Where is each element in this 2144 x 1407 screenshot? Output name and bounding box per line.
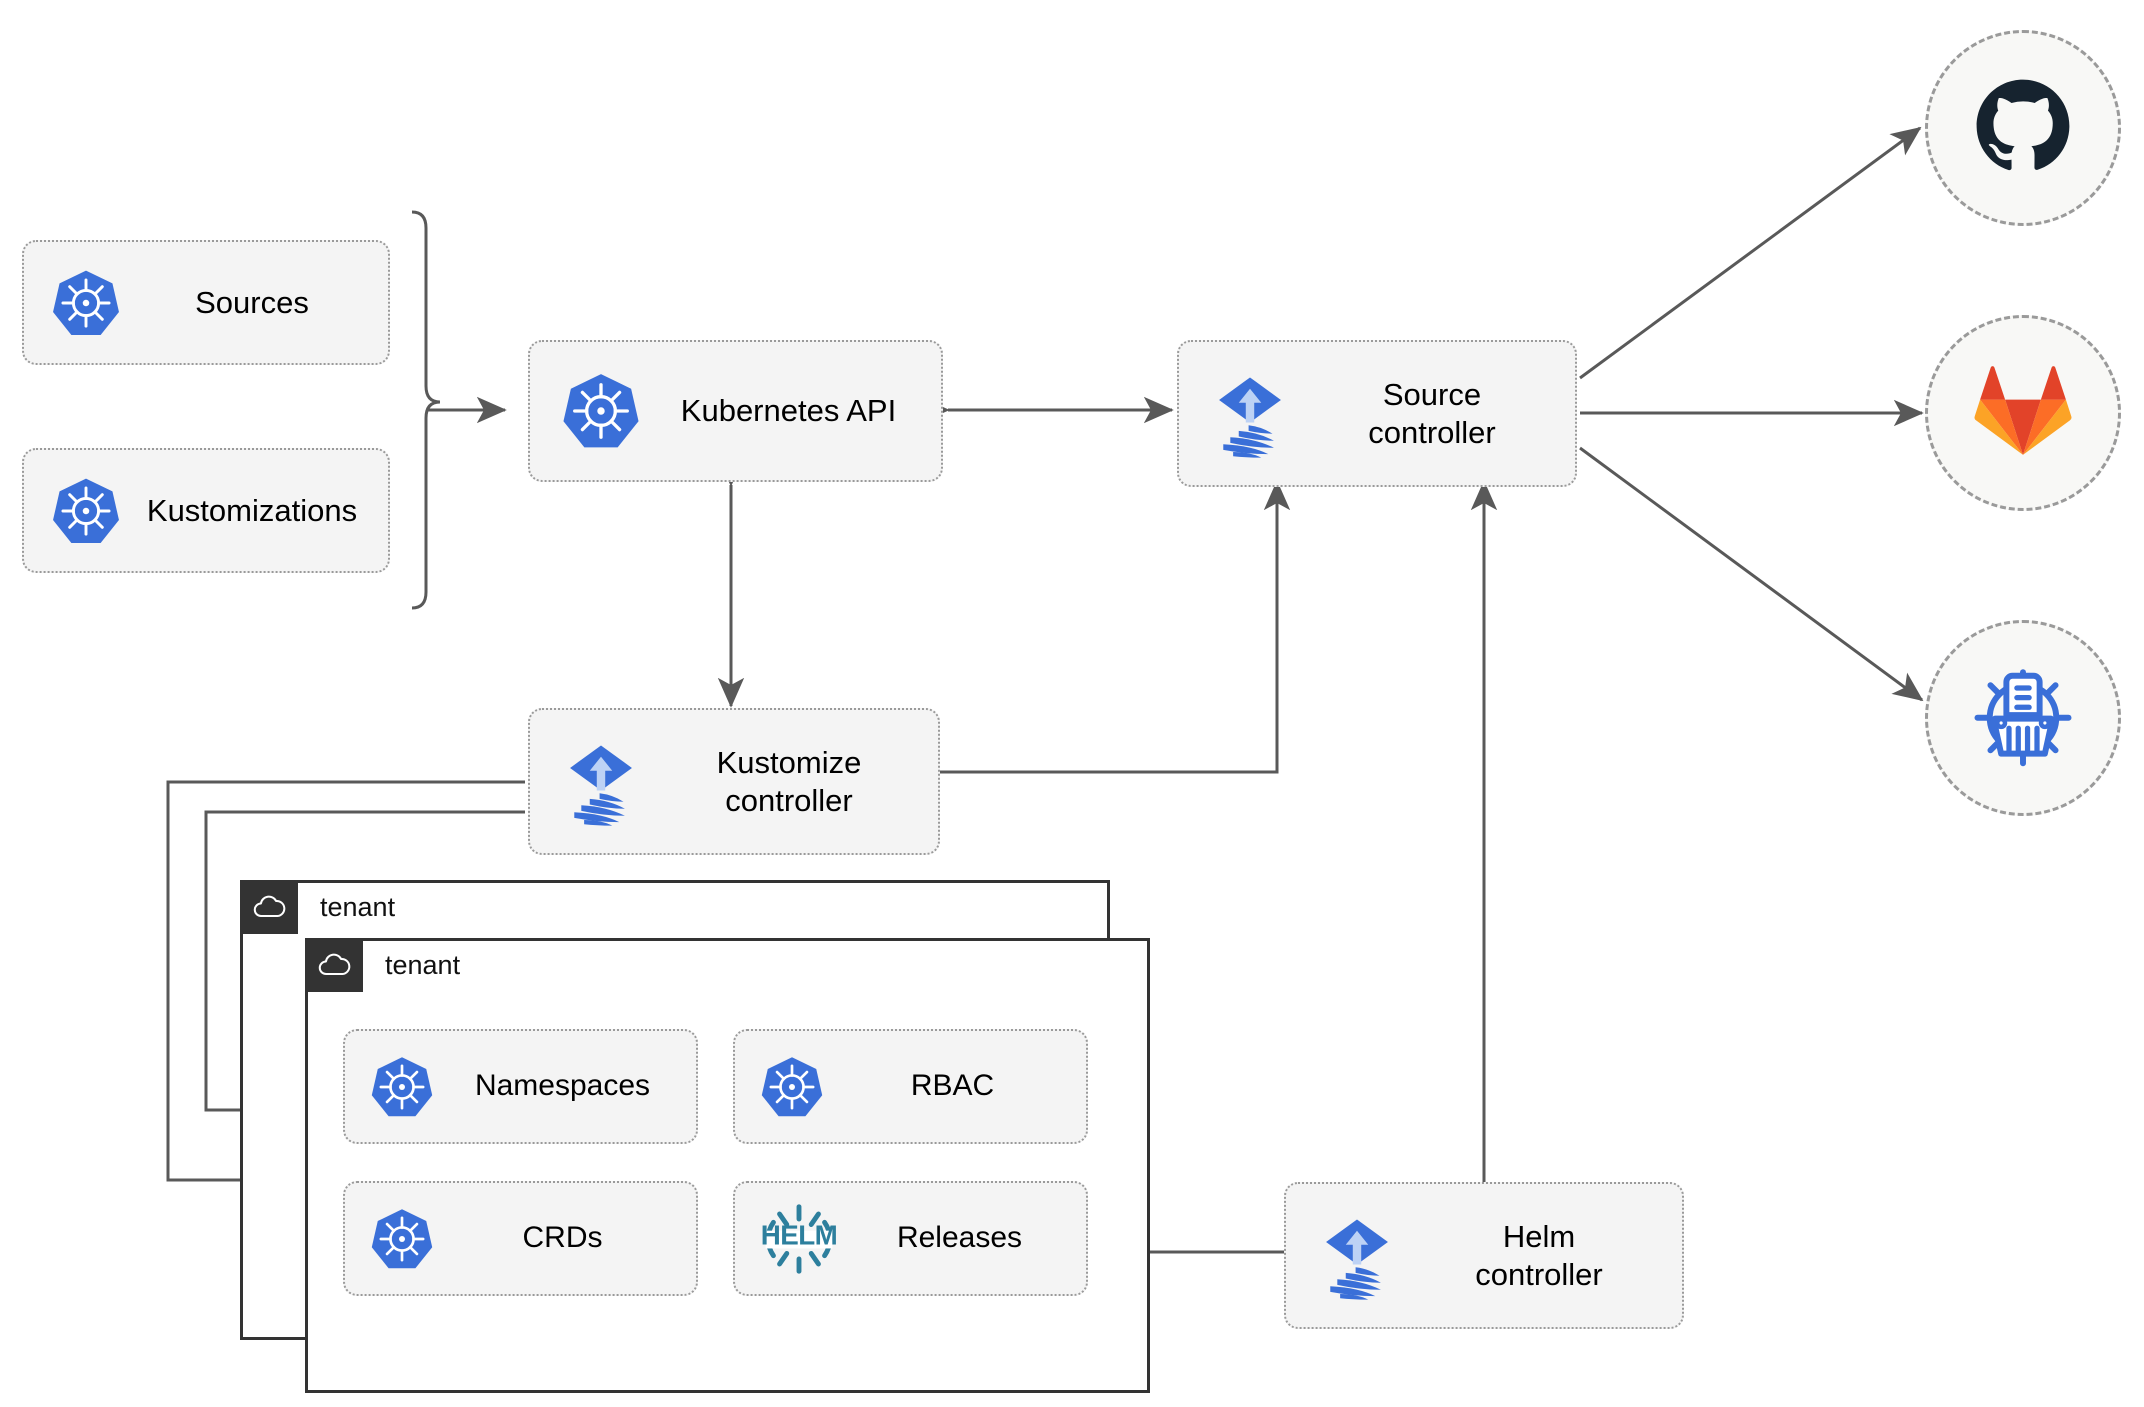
tenant-container-inner[interactable]: tenant Namespaces [305, 938, 1150, 1393]
node-label: Releases [896, 1221, 1023, 1255]
kubernetes-icon [759, 1054, 825, 1120]
node-label: RBAC [910, 1069, 995, 1103]
flux-icon [1312, 1211, 1402, 1301]
flux-icon [556, 737, 646, 827]
tenant-header-inner: tenant [305, 938, 460, 992]
kubernetes-icon [50, 267, 122, 339]
tenant-header-outer: tenant [240, 880, 395, 934]
node-rbac[interactable]: RBAC [733, 1029, 1088, 1144]
helm-wordmark: HELM [761, 1219, 837, 1250]
cloud-icon [305, 938, 363, 992]
gitlab-icon [1971, 359, 2075, 468]
node-label: Helm controller [1475, 1218, 1603, 1292]
node-kustomize-controller[interactable]: Kustomize controller [528, 708, 940, 855]
kubernetes-icon [50, 475, 122, 547]
bucket-icon [1967, 660, 2079, 777]
node-helm-controller[interactable]: Helm controller [1284, 1182, 1684, 1329]
node-sources[interactable]: Sources [22, 240, 390, 365]
node-label: Kustomizations [146, 492, 358, 528]
node-label: Kubernetes API [680, 393, 897, 429]
provider-gitlab[interactable] [1925, 315, 2121, 511]
kubernetes-icon [560, 370, 642, 452]
node-label: Sources [195, 284, 309, 320]
node-kustomizations[interactable]: Kustomizations [22, 448, 390, 573]
provider-bucket[interactable] [1925, 620, 2121, 816]
node-namespaces[interactable]: Namespaces [343, 1029, 698, 1144]
node-kubernetes-api[interactable]: Kubernetes API [528, 340, 943, 482]
kubernetes-icon [369, 1206, 435, 1272]
node-label: CRDs [522, 1221, 603, 1255]
node-releases[interactable]: HELM Releases [733, 1181, 1088, 1296]
cloud-icon [240, 880, 298, 934]
flux-icon [1205, 369, 1295, 459]
tenant-label: tenant [385, 950, 461, 980]
provider-github[interactable] [1925, 30, 2121, 226]
node-label: Namespaces [474, 1069, 651, 1103]
node-crds[interactable]: CRDs [343, 1181, 698, 1296]
node-source-controller[interactable]: Source controller [1177, 340, 1577, 487]
node-label: Kustomize controller [716, 744, 862, 818]
github-icon [1970, 73, 2076, 184]
tenant-label: tenant [320, 892, 396, 922]
kubernetes-icon [369, 1054, 435, 1120]
helm-icon: HELM [759, 1199, 839, 1279]
node-label: Source controller [1368, 376, 1496, 450]
